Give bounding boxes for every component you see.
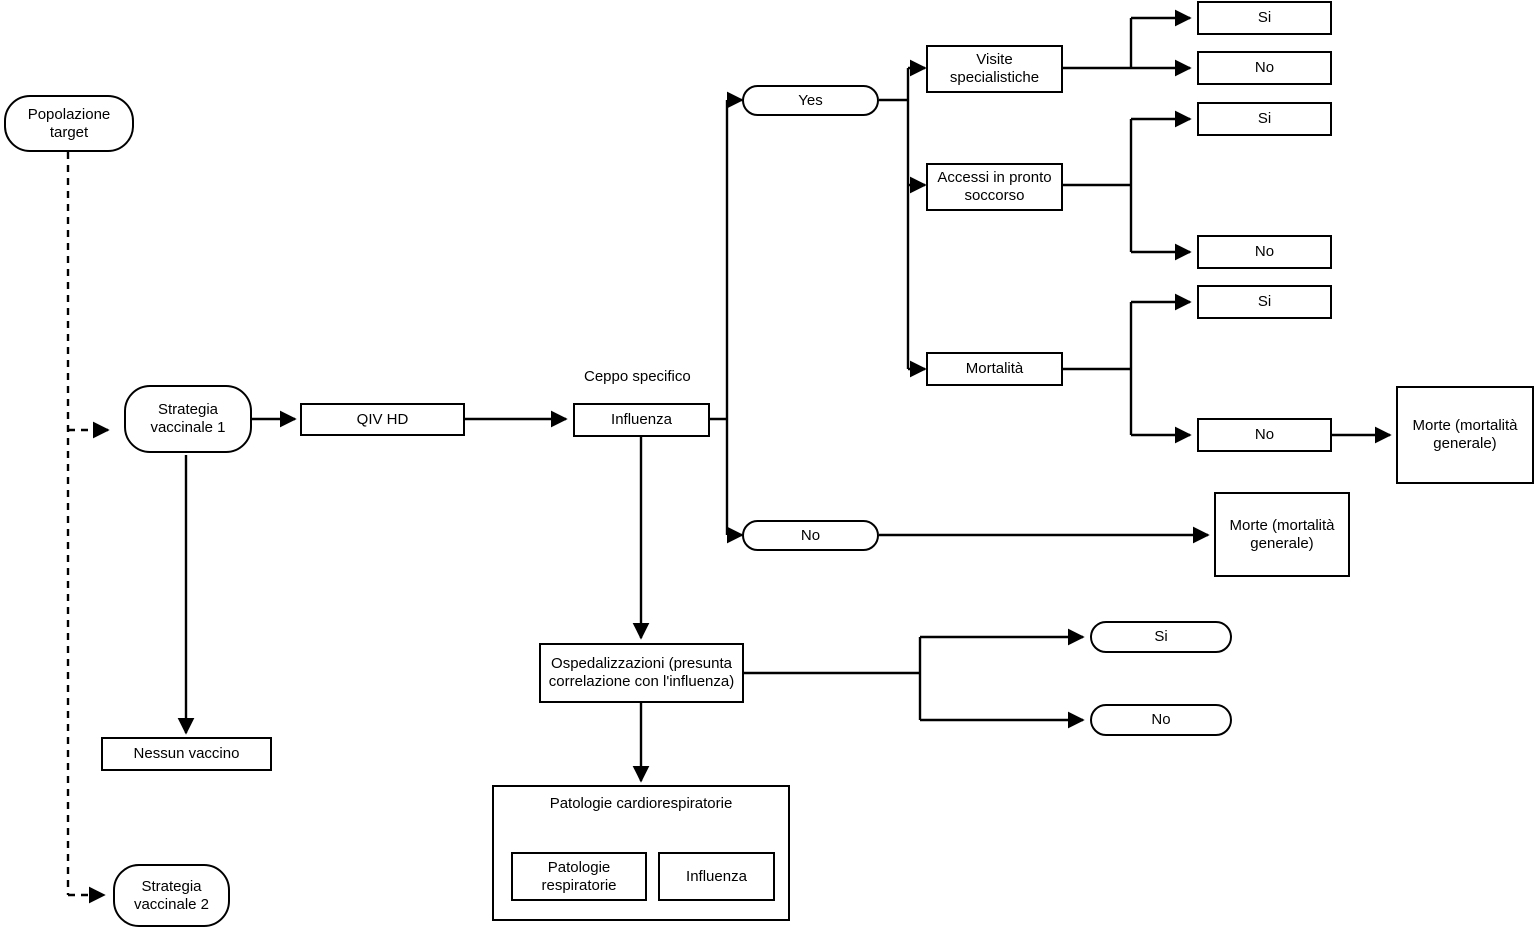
node-mortalita-si[interactable]: Si: [1197, 285, 1332, 319]
node-label: Morte (mortalità generale): [1229, 516, 1335, 552]
node-label: No: [1254, 243, 1275, 260]
group-title: Patologie cardiorespiratorie: [494, 795, 788, 812]
node-label: Nessun vaccino: [133, 745, 240, 762]
node-label: Influenza: [611, 411, 672, 428]
group-title-text: Patologie cardiorespiratorie: [549, 795, 733, 812]
node-label: QIV HD: [356, 410, 409, 428]
node-label: Patologie respiratorie: [541, 858, 617, 894]
node-label: Si: [1257, 293, 1272, 310]
node-ospedalizzazioni-no[interactable]: No: [1090, 704, 1232, 736]
label-ceppo-specifico: Ceppo specifico: [584, 368, 691, 385]
node-mortalita-no[interactable]: No: [1197, 418, 1332, 452]
node-label: Ospedalizzazioni (presunta correlazione …: [548, 655, 735, 690]
node-morte-mortalita-generale-top[interactable]: Morte (mortalità generale): [1396, 386, 1534, 484]
node-label: Si: [1154, 628, 1168, 645]
node-label: Mortalità: [965, 360, 1024, 377]
node-label: Si: [1257, 110, 1272, 127]
node-label: Strategia vaccinale 2: [133, 877, 210, 913]
node-nessun-vaccino[interactable]: Nessun vaccino: [101, 737, 272, 771]
node-label: Morte (mortalità generale): [1412, 417, 1518, 452]
node-no-main[interactable]: No: [742, 520, 879, 551]
group-patologie-cardiorespiratorie: Patologie cardiorespiratorie Patologie r…: [492, 785, 790, 921]
node-strategia-vaccinale-2[interactable]: Strategia vaccinale 2: [113, 864, 230, 927]
node-label: No: [1254, 426, 1275, 443]
node-mortalita[interactable]: Mortalità: [926, 352, 1063, 386]
node-yes[interactable]: Yes: [742, 85, 879, 116]
node-label: Popolazione target: [27, 105, 111, 141]
node-label: Strategia vaccinale 1: [150, 401, 226, 436]
node-label: No: [1254, 59, 1275, 76]
node-label: No: [1151, 711, 1171, 728]
node-label: Accessi in pronto soccorso: [937, 169, 1052, 204]
node-label: No: [800, 526, 821, 544]
node-qiv-hd[interactable]: QIV HD: [300, 403, 465, 436]
node-morte-mortalita-generale-mid[interactable]: Morte (mortalità generale): [1214, 492, 1350, 577]
node-visite-si[interactable]: Si: [1197, 1, 1332, 35]
node-accessi-pronto-soccorso[interactable]: Accessi in pronto soccorso: [926, 163, 1063, 211]
node-ospedalizzazioni[interactable]: Ospedalizzazioni (presunta correlazione …: [539, 643, 744, 703]
node-accessi-si[interactable]: Si: [1197, 102, 1332, 136]
node-label: Influenza: [686, 867, 747, 885]
node-ospedalizzazioni-si[interactable]: Si: [1090, 621, 1232, 653]
node-visite-no[interactable]: No: [1197, 51, 1332, 85]
node-visite-specialistiche[interactable]: Visite specialistiche: [926, 45, 1063, 93]
node-label: Yes: [798, 91, 823, 109]
node-influenza[interactable]: Influenza: [573, 403, 710, 437]
label-text: Ceppo specifico: [584, 368, 691, 385]
node-influenza-sub[interactable]: Influenza: [658, 852, 775, 901]
node-label: Visite specialistiche: [949, 51, 1040, 86]
node-patologie-respiratorie[interactable]: Patologie respiratorie: [511, 852, 647, 901]
node-accessi-no[interactable]: No: [1197, 235, 1332, 269]
node-popolazione-target[interactable]: Popolazione target: [4, 95, 134, 152]
node-strategia-vaccinale-1[interactable]: Strategia vaccinale 1: [124, 385, 252, 453]
node-label: Si: [1257, 9, 1272, 26]
